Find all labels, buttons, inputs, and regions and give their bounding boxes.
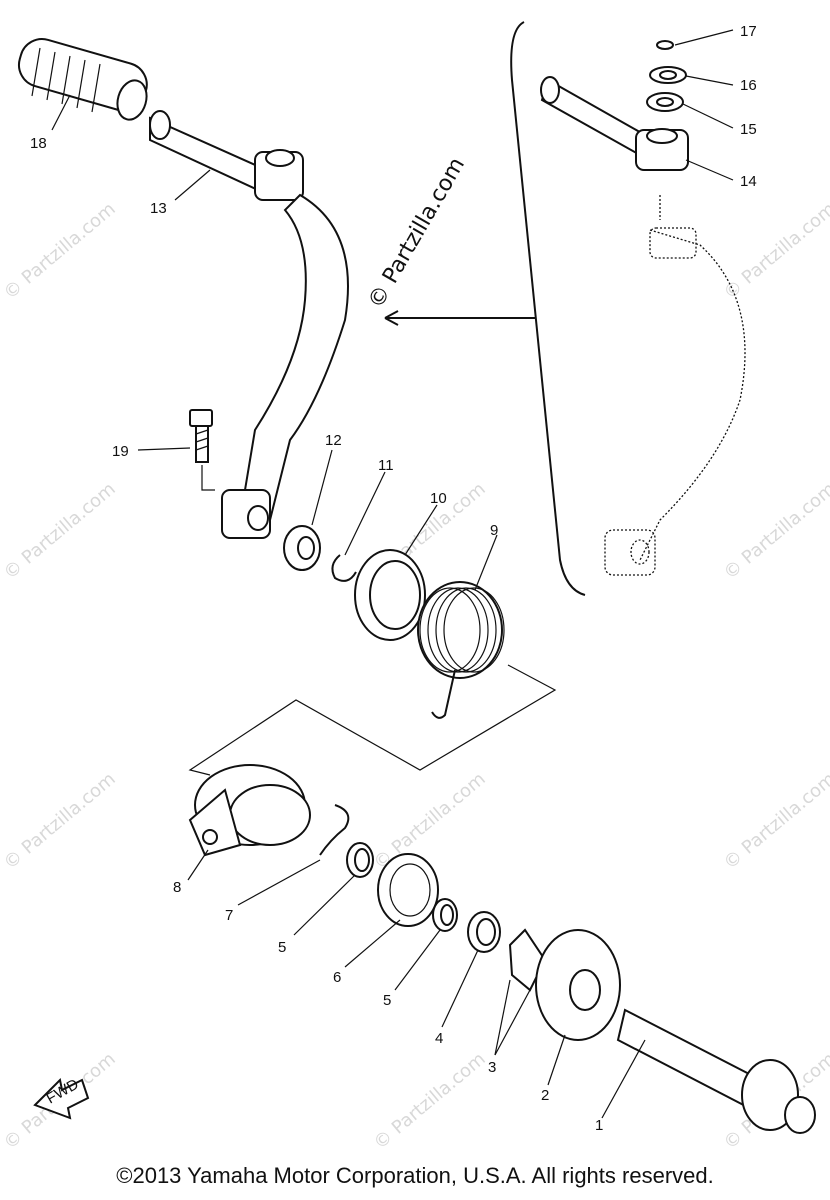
callout-12: 12 [325,432,342,449]
kick-gear-2 [535,929,621,1041]
callout-labels: 1 2 3 4 5 5 6 7 8 9 10 11 12 13 14 15 16… [30,23,757,1134]
watermark-tile: © Partzilla.com [720,478,830,583]
callout-3: 3 [488,1059,496,1076]
callout-13: 13 [150,200,167,217]
callout-5a: 5 [278,939,286,956]
circlip-5a [346,842,374,878]
callout-19: 19 [112,443,129,460]
watermark-layer: © Partzilla.com © Partzilla.com © Partzi… [0,153,830,1153]
watermark-tile: © Partzilla.com [0,768,120,873]
watermark-tile: © Partzilla.com [0,198,120,303]
kick-case-8 [188,764,311,857]
callout-6: 6 [333,969,341,986]
watermark-tile: © Partzilla.com [720,768,830,873]
watermark-tile: © Partzilla.com [370,1048,490,1153]
copyright-notice: ©2013 Yamaha Motor Corporation, U.S.A. A… [116,1163,714,1188]
callout-8: 8 [173,879,181,896]
clip-11 [331,554,357,582]
kick-shaft-1 [616,1008,816,1134]
spring-9 [417,581,505,719]
circlip-5b [432,898,458,932]
callout-17: 17 [740,23,757,40]
callout-10: 10 [430,490,447,507]
spring-cover-10 [354,549,426,641]
fwd-arrow-icon: FWD [33,1076,90,1120]
kick-crank [149,110,349,539]
callout-7: 7 [225,907,233,924]
callout-15: 15 [740,121,757,138]
group-bracket [188,664,557,776]
callout-14: 14 [740,173,757,190]
inset-parts [540,40,746,576]
callout-5b: 5 [383,992,391,1009]
bolt [189,409,215,491]
watermark-tile: © Partzilla.com [370,768,490,873]
watermark-main: © Partzilla.com [364,153,471,313]
callout-1: 1 [595,1117,603,1134]
callout-4: 4 [435,1030,443,1047]
washer-4 [467,911,501,953]
ratchet-gear-6 [377,853,439,927]
watermark-tile: © Partzilla.com [720,198,830,303]
kick-grip [17,38,148,121]
callout-18: 18 [30,135,47,152]
callout-2: 2 [541,1087,549,1104]
leader-lines [51,29,734,1119]
callout-16: 16 [740,77,757,94]
washer-12 [283,525,321,571]
inset-bracket [384,21,586,596]
callout-11: 11 [378,457,394,474]
clip-7 [319,804,350,856]
watermark-tile: © Partzilla.com [0,478,120,583]
callout-9: 9 [490,522,498,539]
